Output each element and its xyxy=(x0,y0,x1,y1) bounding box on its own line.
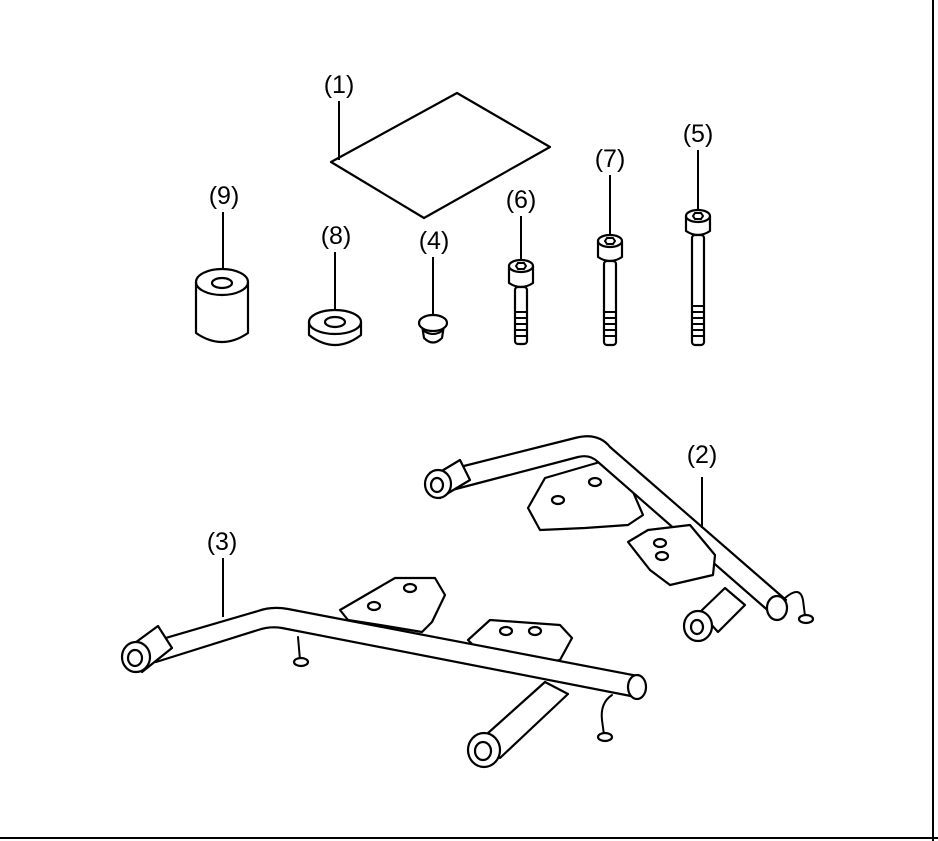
callout-2: (2) xyxy=(687,441,718,469)
part-washer xyxy=(307,308,363,347)
part-cap xyxy=(417,313,449,344)
part-bolt-long xyxy=(684,208,712,347)
part-bolt-short xyxy=(507,258,535,346)
callout-6: (6) xyxy=(506,186,537,214)
leader-lines xyxy=(222,101,703,617)
callout-1: (1) xyxy=(324,71,355,99)
callout-7: (7) xyxy=(595,145,626,173)
callout-3: (3) xyxy=(207,528,238,556)
part-spacer-tall xyxy=(194,267,250,344)
part-frame-left xyxy=(120,576,648,769)
part-sheet xyxy=(329,91,552,220)
callout-5: (5) xyxy=(683,120,714,148)
callout-8: (8) xyxy=(321,222,352,250)
part-frame-right xyxy=(423,435,815,643)
callout-4: (4) xyxy=(419,227,450,255)
part-bolt-medium xyxy=(596,233,624,347)
callout-9: (9) xyxy=(209,182,240,210)
